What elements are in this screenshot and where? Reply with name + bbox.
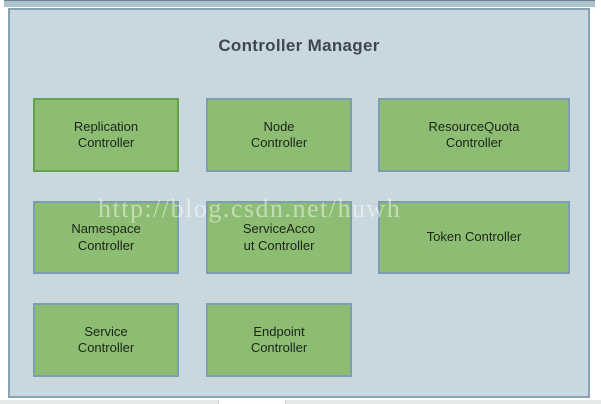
box-serviceaccount-controller: ServiceAcco ut Controller (206, 201, 352, 274)
box-label: ServiceAcco ut Controller (242, 221, 316, 253)
box-namespace-controller: Namespace Controller (33, 201, 179, 274)
box-label: Endpoint Controller (250, 323, 308, 355)
box-node-controller: Node Controller (206, 98, 352, 172)
box-label: Replication Controller (73, 118, 139, 150)
cropped-white-box (218, 400, 286, 404)
cropped-element-top (4, 0, 595, 7)
controller-manager-title: Controller Manager (218, 36, 380, 55)
box-label: Token Controller (426, 229, 522, 245)
box-label: Node Controller (250, 118, 308, 150)
box-replication-controller: Replication Controller (33, 98, 179, 172)
box-label: ResourceQuota Controller (428, 118, 520, 150)
box-label: Service Controller (77, 323, 135, 355)
box-token-controller: Token Controller (378, 201, 570, 274)
box-endpoint-controller: Endpoint Controller (206, 303, 352, 377)
box-label: Namespace Controller (71, 221, 141, 253)
box-resourcequota-controller: ResourceQuota Controller (378, 98, 570, 172)
cropped-element-bottom (0, 400, 601, 404)
box-service-controller: Service Controller (33, 303, 179, 377)
